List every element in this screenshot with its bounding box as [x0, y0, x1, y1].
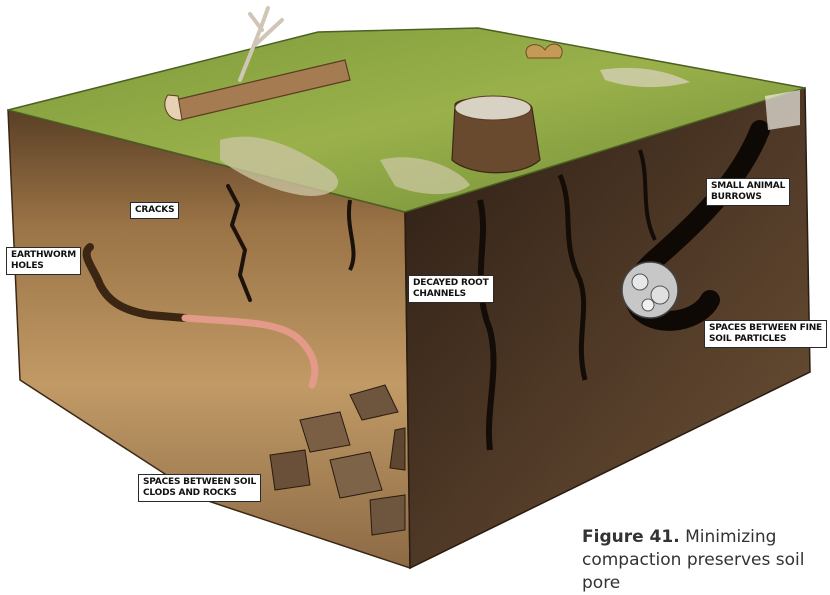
label-cracks: CRACKS — [130, 202, 179, 219]
label-spaces-clods-rocks: SPACES BETWEEN SOIL CLODS AND ROCKS — [138, 474, 261, 502]
caption-text-1: Minimizing — [685, 527, 776, 547]
tree-stump-top — [455, 96, 531, 120]
figure-number: Figure 41. — [582, 527, 680, 547]
fine-particle — [642, 299, 654, 311]
caption-line-2: compaction preserves soil pore — [582, 549, 827, 595]
fine-particle — [632, 274, 648, 290]
label-earthworm-holes: EARTHWORM HOLES — [6, 247, 81, 275]
label-decayed-root-channels: DECAYED ROOT CHANNELS — [408, 275, 494, 303]
burrow-entrance — [765, 90, 800, 130]
fine-particle — [651, 286, 669, 304]
caption-line-1: Figure 41. Minimizing — [582, 526, 827, 549]
label-spaces-fine-particles: SPACES BETWEEN FINE SOIL PARTICLES — [704, 320, 827, 348]
label-small-animal-burrows: SMALL ANIMAL BURROWS — [706, 178, 790, 206]
figure-caption: Figure 41. Minimizing compaction preserv… — [582, 526, 827, 595]
